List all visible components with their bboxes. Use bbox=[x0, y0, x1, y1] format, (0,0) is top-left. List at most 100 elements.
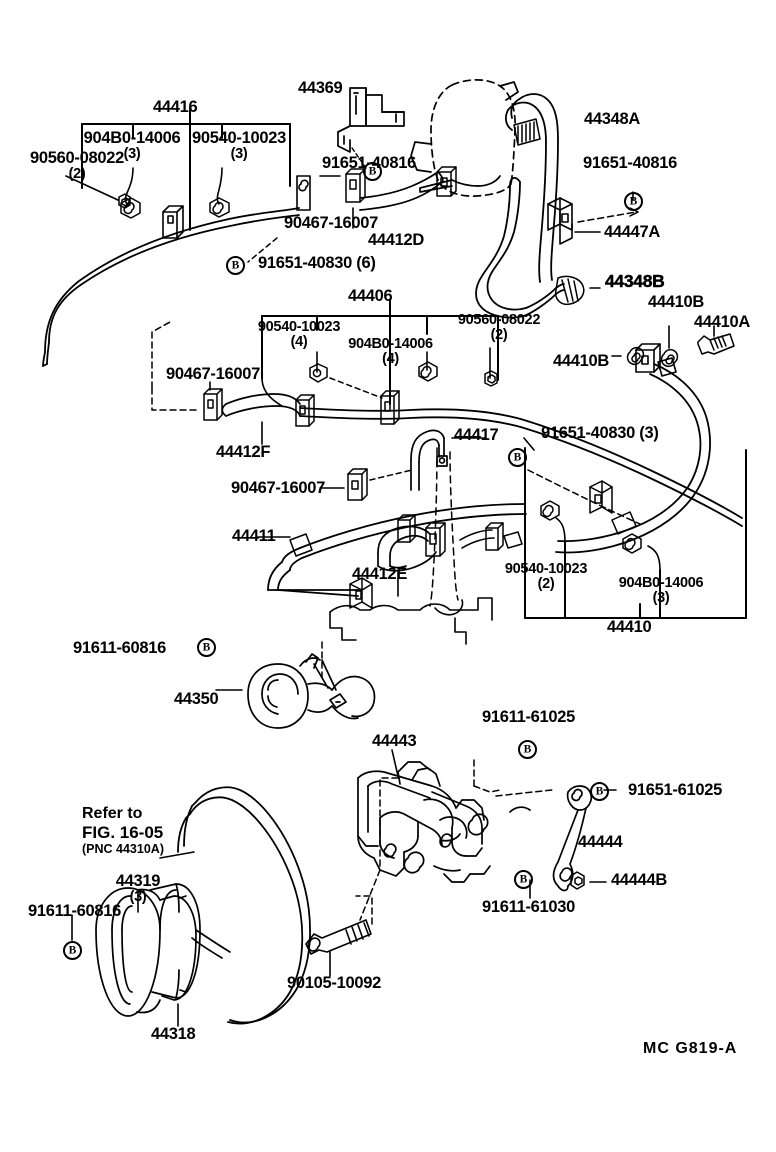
hose-44412F bbox=[221, 393, 301, 417]
bracket-44406 bbox=[261, 299, 499, 405]
label-90540-10023-mid: 90540-10023 (4) bbox=[257, 319, 341, 351]
label-44406: 44406 bbox=[348, 287, 393, 305]
clamp-44411-end bbox=[289, 533, 313, 557]
label-44416: 44416 bbox=[153, 98, 198, 116]
leader-44447A-dash bbox=[577, 211, 637, 223]
clip-44412E bbox=[425, 522, 446, 557]
label-90467-16007-top: 90467-16007 bbox=[284, 214, 378, 232]
label-44411: 44411 bbox=[232, 527, 276, 545]
part-90560-08022-nut-top bbox=[118, 193, 131, 209]
clip-44406-b bbox=[295, 394, 315, 427]
label-90560-08022-mid: 90560-08022 (2) bbox=[457, 312, 541, 344]
tube-44416 bbox=[42, 207, 300, 367]
footer-code: MC G819-A bbox=[643, 1040, 738, 1057]
label-91611-61030: 91611-61030 bbox=[482, 898, 576, 916]
clip-mid-junction2 bbox=[503, 531, 523, 549]
label-44417: 44417 bbox=[454, 426, 499, 444]
label-44447A: 44447A bbox=[604, 223, 660, 241]
b-marker-91651-61025 bbox=[590, 782, 609, 801]
part-44318-44319-pulley bbox=[95, 883, 231, 1017]
part-44443-bracket bbox=[357, 761, 531, 883]
part-44410A-bolt bbox=[697, 333, 735, 355]
part-44369-bracket bbox=[337, 87, 405, 153]
label-44410B-top: 44410B bbox=[648, 293, 704, 311]
part-44417-tube bbox=[410, 429, 448, 491]
label-44348B: 44348B bbox=[605, 271, 665, 291]
clamp-44410-mid bbox=[611, 511, 637, 535]
label-91651-40816-left: 91651-40816 bbox=[322, 154, 416, 172]
b-marker-91651-40830-6 bbox=[226, 256, 245, 275]
label-44444B: 44444B bbox=[611, 871, 667, 889]
part-44447A-bracket bbox=[547, 197, 573, 245]
dash-44443-bolt bbox=[359, 777, 399, 921]
refer-to-note: Refer to FIG. 16-05 (PNC 44310A) bbox=[82, 805, 164, 856]
b-marker-91611-60816 bbox=[197, 638, 216, 657]
label-90467-16007-mid: 90467-16007 bbox=[166, 365, 260, 383]
label-44319: 44319 (3) bbox=[115, 872, 161, 906]
b-marker-91611-60816-pulley bbox=[63, 941, 82, 960]
leaders-44410-group bbox=[555, 517, 661, 571]
label-44412E: 44412E bbox=[352, 565, 408, 583]
label-91611-60816-pump: 91611-60816 bbox=[73, 639, 167, 657]
part-90540-10023-clamp-mid bbox=[309, 363, 328, 383]
part-90540-10023-clamp-top bbox=[209, 197, 230, 218]
label-90540-10023-low: 90540-10023 (2) bbox=[504, 561, 588, 593]
leader-44443 bbox=[391, 749, 399, 777]
engine-outline bbox=[329, 597, 493, 645]
label-44350: 44350 bbox=[174, 690, 219, 708]
label-44410: 44410 bbox=[607, 618, 652, 636]
label-44412F: 44412F bbox=[216, 443, 271, 461]
hose-44348A bbox=[505, 93, 559, 283]
label-44444: 44444 bbox=[578, 833, 623, 851]
part-904B0-14006-grommet-top bbox=[120, 197, 141, 219]
label-904B0-14006-top: 904B0-14006 (3) bbox=[83, 129, 181, 163]
refer-line-3: (PNC 44310A) bbox=[82, 842, 164, 857]
part-90105-10092-bolt bbox=[305, 919, 372, 955]
b-marker-91651-40830-3 bbox=[508, 448, 527, 467]
label-91611-61025: 91611-61025 bbox=[482, 708, 576, 726]
clip-mid-junction bbox=[485, 522, 504, 551]
refer-line-1: Refer to bbox=[82, 805, 143, 822]
dash-91611-61025b bbox=[473, 785, 501, 793]
part-90467-16007-clip-low bbox=[347, 468, 368, 501]
reservoir-tank bbox=[410, 79, 519, 197]
label-90560-08022-top: 90560-08022 (2) bbox=[30, 149, 124, 183]
label-91651-40830-6: 91651-40830 (6) bbox=[258, 254, 376, 272]
bracket-44410 bbox=[524, 447, 747, 619]
label-90105-10092: 90105-10092 bbox=[287, 974, 381, 992]
hose-link-low bbox=[459, 529, 495, 549]
dash-90105 bbox=[355, 895, 373, 925]
dash-box-left2 bbox=[151, 321, 171, 389]
label-91651-61025: 91651-61025 bbox=[628, 781, 722, 799]
label-44412D: 44412D bbox=[368, 231, 424, 249]
dash-91651-40830-3 bbox=[527, 469, 641, 525]
dash-box-left bbox=[151, 387, 201, 411]
part-44410B-washer-left bbox=[626, 346, 645, 366]
b-marker-91611-61025 bbox=[518, 740, 537, 759]
clip-tank-inlet bbox=[436, 166, 457, 197]
leader-refer-fig bbox=[159, 851, 195, 859]
part-90540-10023-clamp-low bbox=[540, 500, 560, 521]
leader-mid-dash bbox=[329, 377, 383, 399]
clamp-44348B bbox=[554, 275, 585, 306]
label-44410B-left: 44410B bbox=[553, 352, 609, 370]
label-44443: 44443 bbox=[372, 732, 417, 750]
bracket-clip-low bbox=[589, 480, 613, 514]
clip-44412E-b bbox=[397, 514, 416, 543]
part-44350-pump bbox=[247, 653, 376, 729]
part-90467-16007-clip-mid bbox=[203, 388, 223, 421]
part-44416-bracket bbox=[162, 205, 184, 239]
bracket-44416 bbox=[81, 107, 291, 231]
hose-44410-right bbox=[555, 363, 711, 554]
label-904B0-14006-mid: 904B0-14006 (4) bbox=[348, 336, 433, 368]
bracket-44411-low bbox=[349, 577, 373, 609]
label-91651-40816-right: 91651-40816 bbox=[583, 154, 677, 172]
b-marker-44369 bbox=[363, 162, 382, 181]
leader-91651-40830-3 bbox=[523, 437, 535, 451]
connector-44410-right bbox=[657, 357, 677, 377]
part-44410B-washer-top bbox=[660, 348, 679, 368]
refer-line-2: FIG. 16-05 bbox=[82, 823, 164, 843]
label-90540-10023-top: 90540-10023 (3) bbox=[192, 129, 286, 163]
clamp-44348A bbox=[513, 118, 541, 146]
